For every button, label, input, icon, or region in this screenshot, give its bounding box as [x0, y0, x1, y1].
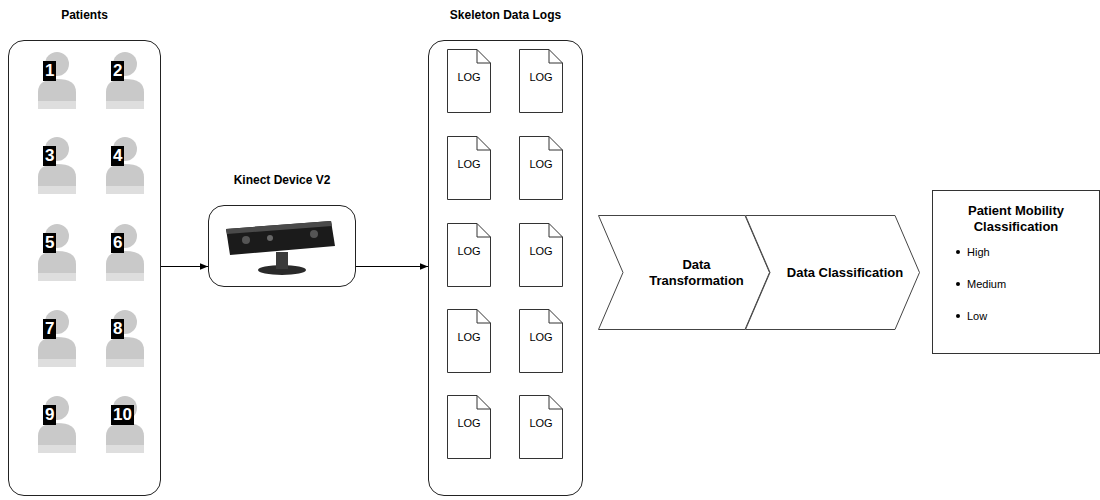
doc-node: LOG — [447, 49, 491, 113]
patient-number: 8 — [111, 319, 124, 339]
kinect-illustration — [226, 221, 335, 275]
person-icon — [35, 395, 79, 453]
person-icon — [103, 223, 147, 281]
patient-number: 2 — [111, 61, 124, 81]
patient-number: 7 — [43, 319, 56, 339]
log-label: LOG — [519, 245, 563, 257]
panel-heading: Patients — [0, 8, 180, 22]
patient-number: 9 — [43, 405, 56, 425]
person-node: 5 — [35, 223, 79, 281]
person-node: 4 — [103, 136, 147, 194]
log-label: LOG — [447, 417, 491, 429]
person-icon — [103, 136, 147, 194]
person-node: 10 — [103, 395, 147, 453]
person-icon — [35, 223, 79, 281]
flow-arrow — [161, 266, 208, 267]
person-node: 1 — [35, 51, 79, 109]
doc-node: LOG — [447, 395, 491, 459]
process-label: Data Transformation — [638, 257, 756, 289]
doc-node: LOG — [519, 309, 563, 373]
log-label: LOG — [447, 331, 491, 343]
person-node: 6 — [103, 223, 147, 281]
person-icon — [103, 309, 147, 367]
person-node: 3 — [35, 136, 79, 194]
panel-node: Kinect Device V2 — [208, 205, 356, 287]
person-node: 2 — [103, 51, 147, 109]
doc-node: LOG — [447, 136, 491, 200]
patient-number: 10 — [111, 405, 134, 425]
person-icon — [35, 136, 79, 194]
person-node: 7 — [35, 309, 79, 367]
log-label: LOG — [519, 71, 563, 83]
patient-number: 5 — [43, 233, 56, 253]
chev-node: Data Transformation — [598, 215, 770, 330]
class-item: Low — [967, 309, 1091, 323]
bullet-dot — [956, 314, 960, 318]
person-node: 8 — [103, 309, 147, 367]
doc-node: LOG — [519, 49, 563, 113]
log-label: LOG — [519, 158, 563, 170]
patient-number: 6 — [111, 233, 124, 253]
panel-node: Patients12345678910 — [8, 40, 161, 496]
doc-node: LOG — [519, 223, 563, 287]
chev-node: Data Classification — [745, 215, 920, 330]
bullet-dot — [956, 282, 960, 286]
flow-arrow — [356, 266, 428, 267]
doc-node: LOG — [447, 223, 491, 287]
person-node: 9 — [35, 395, 79, 453]
panel-node: Skeleton Data LogsLOGLOGLOGLOGLOGLOGLOGL… — [428, 40, 583, 496]
doc-node: LOG — [519, 395, 563, 459]
patient-number: 3 — [43, 146, 56, 166]
box-node: Patient Mobility ClassificationHighMediu… — [932, 190, 1100, 354]
doc-node: LOG — [519, 136, 563, 200]
panel-heading: Kinect Device V2 — [189, 173, 375, 187]
log-label: LOG — [447, 71, 491, 83]
class-item: High — [967, 245, 1091, 259]
doc-node: LOG — [447, 309, 491, 373]
patient-number: 1 — [43, 61, 56, 81]
box-title: Patient Mobility Classification — [941, 203, 1091, 235]
bullet-dot — [956, 250, 960, 254]
person-icon — [35, 51, 79, 109]
log-label: LOG — [519, 331, 563, 343]
log-label: LOG — [447, 245, 491, 257]
person-icon — [103, 51, 147, 109]
log-label: LOG — [519, 417, 563, 429]
log-label: LOG — [447, 158, 491, 170]
class-item: Medium — [967, 277, 1091, 291]
panel-heading: Skeleton Data Logs — [409, 8, 602, 22]
process-label: Data Classification — [786, 265, 904, 281]
person-icon — [35, 309, 79, 367]
patient-number: 4 — [111, 146, 124, 166]
